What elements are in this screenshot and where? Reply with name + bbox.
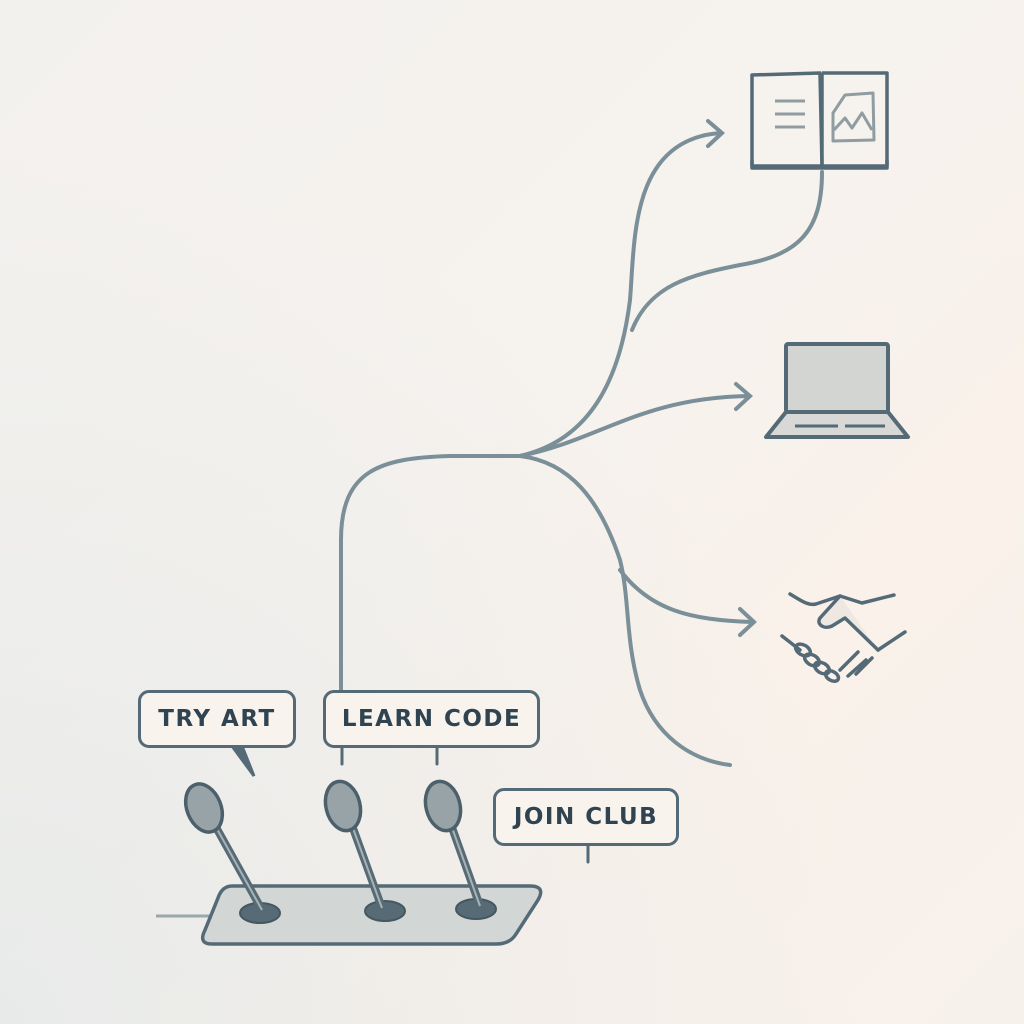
arrowhead-book (706, 119, 726, 148)
handshake-icon (780, 592, 907, 683)
join-club-text: JOIN CLUB (513, 804, 659, 830)
learn-code-label: LEARN CODE (323, 690, 540, 748)
lever-3[interactable] (420, 778, 497, 920)
learn-code-text: LEARN CODE (341, 706, 522, 732)
arrowhead-laptop (734, 382, 754, 411)
path-down (518, 454, 732, 767)
laptop-icon (764, 342, 910, 439)
trunk-path (339, 454, 522, 692)
try-art-text: TRY ART (158, 706, 276, 732)
branch-paths (339, 119, 824, 767)
lever-1[interactable] (179, 778, 281, 924)
path-to-laptop (518, 394, 750, 458)
arrowhead-handshake (738, 607, 757, 637)
lever-2[interactable] (320, 778, 406, 922)
try-art-label: TRY ART (138, 690, 296, 748)
book-tail-path (630, 170, 824, 332)
open-book-icon (750, 71, 889, 170)
join-club-label: JOIN CLUB (493, 788, 679, 846)
bubble-tails (229, 744, 590, 864)
path-to-book (518, 131, 722, 458)
path-to-handshake (618, 568, 754, 624)
